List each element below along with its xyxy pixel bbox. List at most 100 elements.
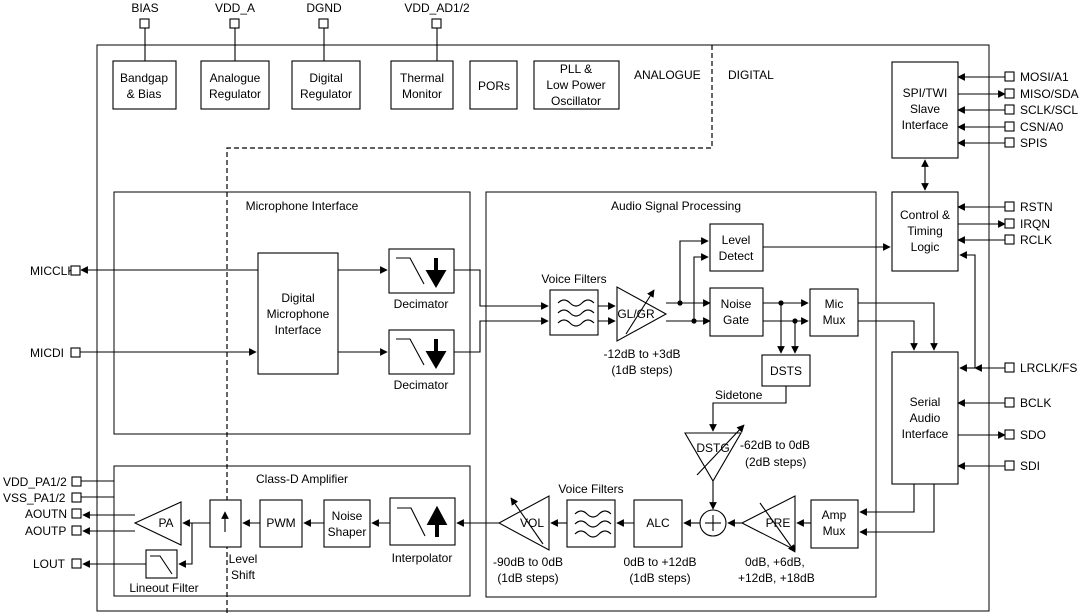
svg-text:SCLK/SCL: SCLK/SCL: [1020, 103, 1078, 117]
noise-shaper-block: Noise Shaper: [323, 499, 371, 548]
svg-text:Lineout Filter: Lineout Filter: [129, 581, 198, 595]
domain-divider: [226, 45, 713, 613]
sidetone-label: Sidetone: [715, 388, 763, 402]
amp-mux-block: Amp Mux: [810, 499, 859, 549]
mic-interface-title: Microphone Interface: [246, 199, 359, 213]
pin-bclk: [1004, 397, 1015, 408]
svg-text:Slave: Slave: [910, 102, 940, 116]
control-pins: RSTN IRQN RCLK: [957, 200, 1053, 247]
pin-lout-label: LOUT: [33, 557, 66, 571]
svg-text:Digital: Digital: [309, 71, 342, 85]
svg-text:Thermal: Thermal: [400, 71, 444, 85]
serial-pins: LRCLK/FS BCLK SDO SDI: [957, 361, 1077, 473]
pin-rstn: [1004, 201, 1015, 212]
svg-text:Shaper: Shaper: [328, 525, 367, 539]
svg-text:Noise: Noise: [332, 509, 363, 523]
svg-text:Amp: Amp: [822, 508, 847, 522]
mic-interface-section: [113, 191, 471, 435]
svg-text:ALC: ALC: [646, 516, 670, 530]
control-timing-block: Control & Timing Logic: [891, 191, 959, 272]
svg-text:Interpolator: Interpolator: [392, 551, 453, 565]
pin-aoutp: [71, 525, 82, 536]
pin-aoutp-label: AOUTP: [25, 524, 66, 538]
pin-sdo: [1004, 429, 1015, 440]
svg-text:DSTS: DSTS: [770, 364, 802, 378]
pa-amp: PA: [133, 501, 182, 546]
svg-text:DSTG: DSTG: [696, 441, 729, 455]
svg-text:Oscillator: Oscillator: [551, 94, 601, 108]
pin-sclk: [1004, 104, 1015, 115]
pin-lrclk: [1004, 362, 1015, 373]
pin-vdd-ad-label: VDD_AD1/2: [404, 1, 470, 15]
gl-gr-range-line1: -12dB to +3dB: [603, 347, 680, 361]
pin-micclk-label: MICCLK: [30, 264, 75, 278]
analogue-regulator-block: Analogue Regulator: [200, 60, 270, 110]
dstg-range-line1: -62dB to 0dB: [740, 438, 810, 452]
pin-vdd-pa-label: VDD_PA1/2: [3, 475, 67, 489]
mic-mux-block: Mic Mux: [809, 288, 859, 337]
pin-vss-pa: [71, 492, 82, 503]
asp-section: [485, 191, 877, 598]
svg-text:PWM: PWM: [266, 516, 295, 530]
svg-text:Interface: Interface: [902, 427, 949, 441]
chip-outline: [96, 44, 990, 612]
svg-text:Logic: Logic: [911, 240, 940, 254]
svg-text:Serial: Serial: [910, 395, 941, 409]
spi-pins: MOSI/A1 MISO/SDA SCLK/SCL CSN/A0 SPIS: [957, 70, 1079, 150]
voice-filters-bottom: Voice Filters: [558, 482, 624, 548]
svg-text:Interface: Interface: [275, 323, 322, 337]
pors-block: PORs: [469, 60, 518, 110]
pin-vss-pa-label: VSS_PA1/2: [3, 491, 66, 505]
svg-text:Microphone: Microphone: [267, 307, 330, 321]
summing-junction: [699, 509, 727, 537]
clock-bus-to-control: [959, 251, 976, 368]
pll-block: PLL & Low Power Oscillator: [533, 60, 620, 110]
svg-text:Gate: Gate: [723, 313, 749, 327]
bandgap-block: Bandgap & Bias: [112, 60, 177, 110]
gl-gr-amp: GL/GR: [616, 286, 668, 342]
alc-block: ALC: [633, 499, 683, 548]
pin-bias: [139, 18, 150, 29]
spi-twi-block: SPI/TWI Slave Interface: [891, 61, 959, 159]
svg-text:Low Power: Low Power: [546, 78, 605, 92]
pin-mosi: [1004, 71, 1015, 82]
svg-text:SPI/TWI: SPI/TWI: [903, 86, 948, 100]
svg-text:Detect: Detect: [719, 249, 754, 263]
svg-text:PORs: PORs: [478, 79, 510, 93]
analogue-domain-label: ANALOGUE: [634, 68, 701, 82]
pin-vdd-a-label: VDD_A: [215, 1, 255, 15]
svg-text:Mic: Mic: [825, 297, 844, 311]
svg-text:IRQN: IRQN: [1020, 217, 1050, 231]
pin-aoutn: [71, 508, 82, 519]
pin-aoutn-label: AOUTN: [25, 507, 67, 521]
svg-text:Noise: Noise: [721, 297, 752, 311]
decimator-2: Decimator: [388, 329, 455, 392]
pwm-block: PWM: [259, 499, 303, 548]
svg-text:RSTN: RSTN: [1020, 200, 1053, 214]
pre-range-line2: +12dB, +18dB: [738, 571, 815, 585]
svg-text:Level: Level: [229, 552, 258, 566]
decimator-1: Decimator: [388, 248, 455, 311]
interpolator-block: Interpolator: [389, 497, 456, 565]
svg-text:SPIS: SPIS: [1020, 136, 1047, 150]
pin-lout: [71, 558, 82, 569]
dstg-range-line2: (2dB steps): [745, 455, 806, 469]
svg-text:Level: Level: [722, 233, 751, 247]
svg-text:Timing: Timing: [907, 224, 943, 238]
pin-bias-label: BIAS: [131, 1, 158, 15]
svg-text:LRCLK/FS: LRCLK/FS: [1020, 361, 1077, 375]
svg-text:SDO: SDO: [1020, 428, 1046, 442]
noise-gate-block: Noise Gate: [709, 287, 764, 337]
digital-domain-label: DIGITAL: [728, 68, 774, 82]
pin-dgnd: [318, 18, 329, 29]
svg-text:Regulator: Regulator: [300, 87, 352, 101]
svg-text:Mux: Mux: [823, 313, 846, 327]
svg-text:MISO/SDA: MISO/SDA: [1020, 87, 1079, 101]
pre-amp: PRE: [740, 495, 796, 553]
serial-audio-block: Serial Audio Interface: [891, 351, 959, 485]
alc-range-line2: (1dB steps): [629, 571, 690, 585]
svg-text:Audio: Audio: [910, 411, 941, 425]
asp-title: Audio Signal Processing: [611, 199, 741, 213]
svg-text:RCLK: RCLK: [1020, 233, 1052, 247]
